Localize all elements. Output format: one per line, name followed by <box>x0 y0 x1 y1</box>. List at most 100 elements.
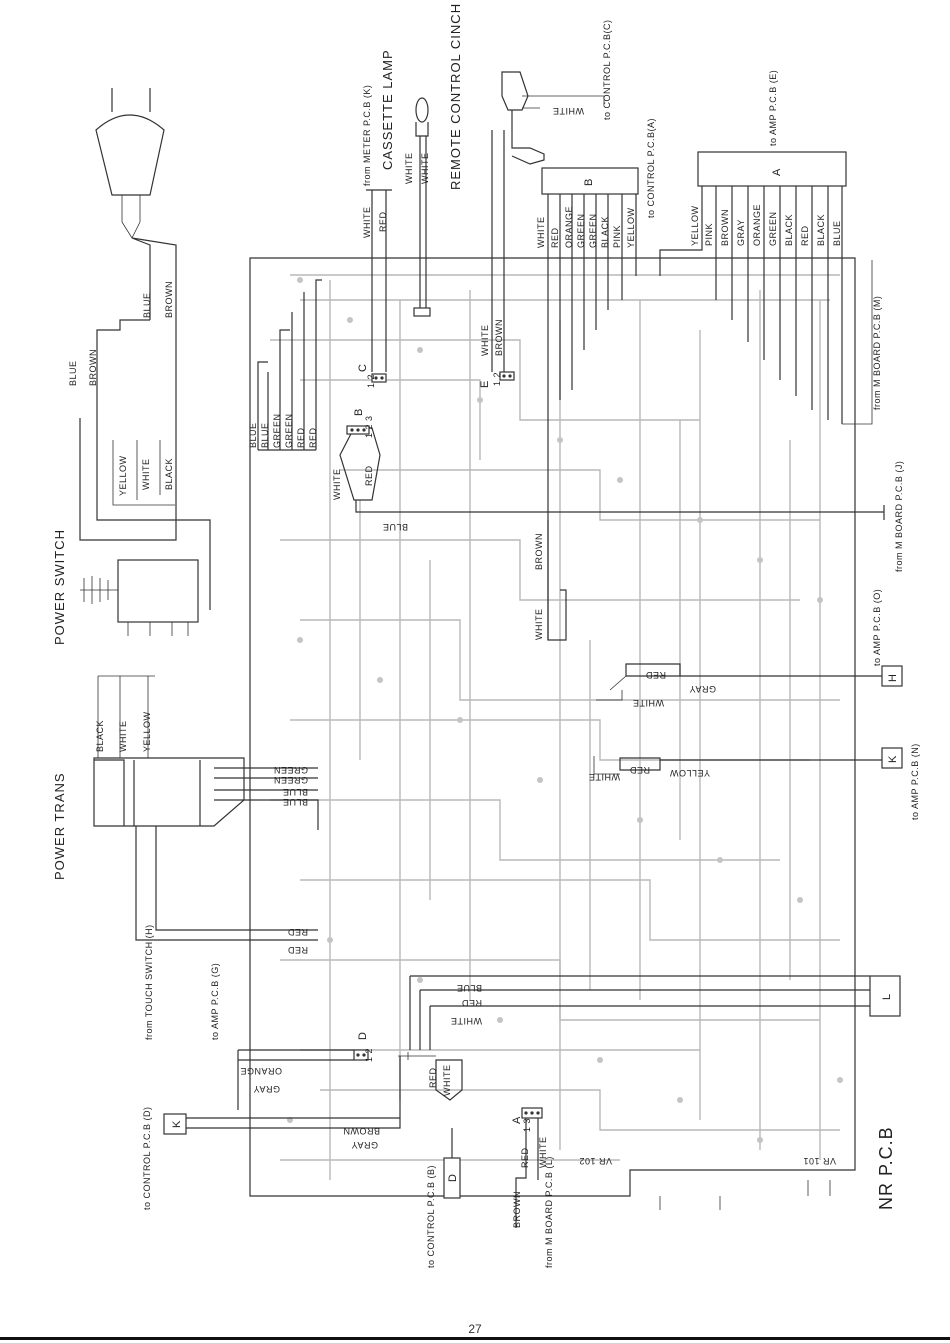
block-b-white: WHITE <box>536 217 546 249</box>
block-a-red: RED <box>800 225 810 246</box>
connector-b-red: RED <box>364 465 374 486</box>
to-control-c: to CONTROL P.C.B(C) <box>602 19 612 120</box>
wire-red-bottom: RED <box>428 1067 438 1088</box>
from-m-board-j: from M BOARD P.C.B (J) <box>894 461 904 572</box>
connector-d-orange: ORANGE <box>240 1066 282 1076</box>
wire-brown-mid: BROWN <box>534 533 544 570</box>
connector-b-pins: 1 2 3 <box>364 415 374 438</box>
connector-b-white: WHITE <box>332 469 342 501</box>
to-amp-g: to AMP P.C.B (G) <box>210 963 220 1040</box>
board-title: NR P.C.B <box>876 1126 896 1210</box>
trans-primary-white: WHITE <box>118 721 128 753</box>
connector-k-left-letter: K <box>171 1120 183 1128</box>
block-b-red: RED <box>550 227 560 248</box>
block-a-black-1: BLACK <box>784 214 794 246</box>
connector-e-white: WHITE <box>480 325 490 357</box>
connector-e <box>499 371 515 381</box>
connector-b <box>339 425 381 501</box>
connector-k-right-yellow: YELLOW <box>669 768 710 778</box>
connector-k-left-brown: BROWN <box>343 1126 380 1136</box>
nr-pcb-board <box>249 257 856 1197</box>
block-a-black-2: BLACK <box>816 214 826 246</box>
to-amp-e: to AMP P.C.B (E) <box>768 70 778 146</box>
page-number: 27 <box>468 1322 482 1336</box>
block-a-gray: GRAY <box>736 219 746 246</box>
vr-101-label: VR 101 <box>803 1156 836 1166</box>
trans-green-1: GREEN <box>273 765 308 775</box>
connector-d-bottom-brown: BROWN <box>512 1191 522 1228</box>
switch-in-brown: BROWN <box>88 349 98 386</box>
connector-c-pins: 1 2 <box>366 374 376 388</box>
vr-102-label: VR 102 <box>579 1156 612 1166</box>
meter-wires <box>366 189 392 372</box>
connector-l-letter: L <box>881 993 893 1000</box>
switch-out-black: BLACK <box>164 458 174 490</box>
wire-white-mid: WHITE <box>534 609 544 641</box>
connector-k-right-red: RED <box>629 765 650 775</box>
meter-red: RED <box>378 211 388 232</box>
trans-secondary-wires <box>135 767 319 941</box>
to-amp-n: to AMP P.C.B (N) <box>910 743 920 820</box>
trans-red-2: RED <box>287 945 308 955</box>
connector-b-letter: B <box>353 408 365 416</box>
connector-l-white: WHITE <box>451 1016 483 1026</box>
connector-k-right <box>593 747 903 775</box>
connector-red-white <box>398 1052 463 1101</box>
b-wire-red-2: RED <box>308 427 318 448</box>
connector-l-red: RED <box>461 998 482 1008</box>
lamp-white-2: WHITE <box>420 153 430 185</box>
lamp-white-1: WHITE <box>404 153 414 185</box>
connector-h-gray: GRAY <box>689 684 716 694</box>
brown-white-wires <box>547 520 567 641</box>
trans-primary-black: BLACK <box>95 720 105 752</box>
trans-blue-1: BLUE <box>282 787 308 797</box>
connector-k-right-white: WHITE <box>589 772 621 782</box>
connector-h-letter: H <box>887 674 899 682</box>
block-b-wires <box>547 194 637 640</box>
blue-return-label: BLUE <box>382 522 408 532</box>
connector-d-bottom <box>443 1128 461 1199</box>
b-wire-green-2: GREEN <box>284 413 294 448</box>
blue-return-wire <box>355 500 885 520</box>
switch-out-white: WHITE <box>141 459 151 491</box>
plug-wire-brown: BROWN <box>164 281 174 318</box>
block-a-yellow: YELLOW <box>690 205 700 246</box>
block-b-letter: B <box>583 178 595 186</box>
connector-c-letter: C <box>357 364 369 372</box>
connector-l-blue: BLUE <box>456 983 482 993</box>
remote-control-cinch-label: REMOTE CONTROL CINCH <box>448 3 463 190</box>
block-a-blue: BLUE <box>832 220 842 246</box>
from-touch-switch: from TOUCH SWITCH (H) <box>144 924 154 1040</box>
connector-c <box>371 373 387 383</box>
from-m-board-l: from M BOARD P.C.B (L) <box>544 1156 554 1268</box>
connector-block-b <box>541 167 639 195</box>
switch-out-yellow: YELLOW <box>118 455 128 496</box>
connector-d <box>237 1049 369 1110</box>
connector-d-letter: D <box>357 1032 369 1040</box>
b-wire-blue-1: BLUE <box>248 422 258 448</box>
cassette-lamp-label: CASSETTE LAMP <box>380 49 395 170</box>
block-b-wire-labels: WHITE RED ORANGE GREEN GREEN BLACK PINK … <box>536 206 636 248</box>
connector-d-bottom-letter: D <box>447 1174 459 1182</box>
b-wire-green-1: GREEN <box>272 413 282 448</box>
connector-a-letter: A <box>511 1116 523 1124</box>
connector-a-red: RED <box>520 1147 530 1168</box>
block-a-wires <box>659 186 843 424</box>
cinch-socket-icon <box>501 71 605 165</box>
block-b-green-1: GREEN <box>576 213 586 248</box>
to-control-b: to CONTROL P.C.B (B) <box>426 1165 436 1268</box>
meter-white: WHITE <box>362 207 372 239</box>
plug-wire-blue: BLUE <box>142 292 152 318</box>
trans-green-2: GREEN <box>273 775 308 785</box>
power-switch-label: POWER SWITCH <box>52 529 67 645</box>
switch-in-blue: BLUE <box>68 360 78 386</box>
trans-blue-2: BLUE <box>282 797 308 807</box>
block-a-pink: PINK <box>704 223 714 246</box>
cassette-lamp-icon <box>413 97 431 317</box>
remote-white: WHITE <box>553 106 585 116</box>
b-wire-red-1: RED <box>296 427 306 448</box>
power-trans-label: POWER TRANS <box>52 772 67 880</box>
connector-h-red: RED <box>645 670 666 680</box>
connector-d-pins: 1 2 <box>364 1048 374 1062</box>
